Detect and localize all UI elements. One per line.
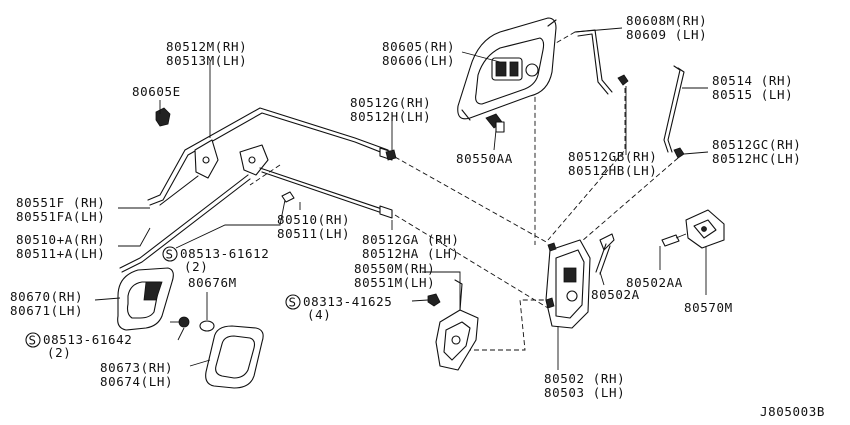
screw-08513-61642-part [170, 316, 190, 328]
label-80512m: 80512M(RH)80513M(LH) [166, 39, 247, 68]
remote-80550m-part [427, 279, 479, 371]
label-80673: 80673(RH)80674(LH) [100, 360, 173, 389]
bracket-80551f-part [159, 139, 219, 206]
bolt-80502a-part [595, 233, 615, 275]
label-80514: 80514 (RH)80515 (LH) [712, 73, 793, 102]
lock-lever-part [119, 144, 393, 273]
door-lock-80502-part [545, 239, 591, 329]
label-80550m: 80550M(RH)80551M(LH) [354, 261, 435, 290]
escutcheon-80673-part [205, 325, 264, 389]
inside-handle-part [117, 267, 174, 331]
label-80512g: 80512G(RH)80512H(LH) [350, 95, 431, 124]
label-80608m: 80608M(RH)80609 (LH) [626, 13, 707, 42]
label-80570m: 80570M [684, 300, 733, 315]
label-08513-61642: 08513-61642(2) [43, 332, 132, 360]
label-80502: 80502 (RH)80503 (LH) [544, 371, 625, 400]
s-symbol-08513-61612: S [162, 246, 178, 262]
clip-80550aa-part [485, 113, 505, 133]
outside-handle-part [457, 17, 557, 121]
label-80510a: 80510+A(RH)80511+A(LH) [16, 232, 105, 261]
clip-80512g-part [385, 149, 397, 161]
label-80605: 80605(RH)80606(LH) [382, 39, 455, 68]
label-80550aa: 80550AA [456, 151, 513, 166]
label-80512gc: 80512GC(RH)80512HC(LH) [712, 137, 801, 166]
label-08313-41625: 08313-41625(4) [303, 294, 392, 322]
plug-80676m-part [199, 320, 215, 332]
clip-80605e-part [155, 107, 171, 127]
s-symbol-08313-41625: S [285, 294, 301, 310]
svg-text:S: S [29, 333, 37, 348]
diagram-code: J805003B [760, 404, 825, 419]
rod-80608-part [574, 29, 629, 95]
label-80512ga: 80512GA (RH)80512HA (LH) [362, 232, 460, 261]
svg-text:S: S [289, 295, 297, 310]
label-80502aa: 80502AA [626, 275, 683, 290]
rod-80514-part [663, 65, 685, 159]
label-80512gb: 80512GB(RH)80512HB(LH) [568, 149, 657, 178]
label-80670: 80670(RH)80671(LH) [10, 289, 83, 318]
label-80510: 80510(RH)80511(LH) [277, 212, 350, 241]
striker-80570m-part [661, 209, 725, 249]
label-80676m: 80676M [188, 275, 237, 290]
label-80551f: 80551F (RH)80551FA(LH) [16, 195, 105, 224]
svg-text:S: S [166, 247, 174, 262]
s-symbol-08513-61642: S [25, 332, 41, 348]
leader-lines [94, 27, 709, 370]
label-08513-61612: 08513-61612(2) [180, 246, 269, 274]
label-80605e: 80605E [132, 84, 181, 99]
label-80502a: 80502A [591, 287, 640, 302]
